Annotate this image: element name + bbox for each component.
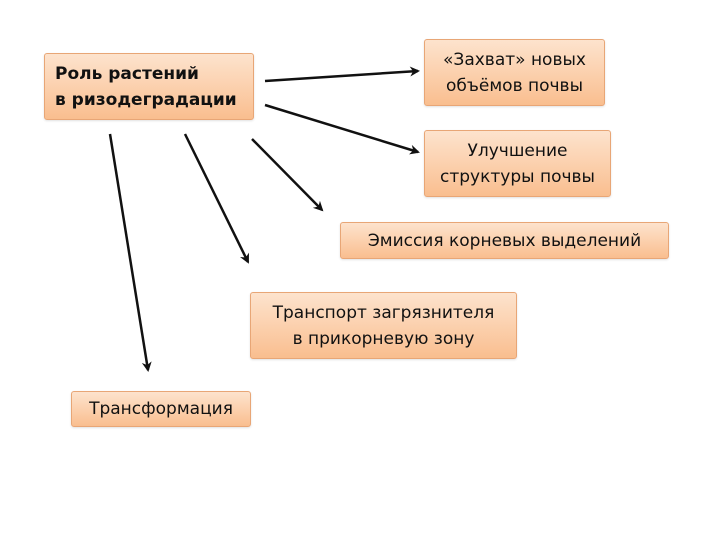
arrow-to-emission: [251, 138, 324, 212]
node-soil-structure-improvement: Улучшение структуры почвы: [424, 130, 611, 197]
arrow-to-structure: [264, 103, 420, 155]
arrow-to-transport: [183, 133, 250, 264]
node-structure-line-2: структуры почвы: [440, 166, 595, 187]
node-structure-line-1: Улучшение: [467, 140, 568, 161]
root-node-plant-role: Роль растений в ризодеградации: [44, 53, 254, 120]
node-root-exudate-emission: Эмиссия корневых выделений: [340, 222, 669, 259]
arrow-to-capture: [264, 66, 420, 83]
node-transport-line-1: Транспорт загрязнителя: [272, 302, 495, 323]
node-pollutant-transport: Транспорт загрязнителя в прикорневую зон…: [250, 292, 517, 359]
arrow-to-transform: [108, 133, 152, 372]
node-transform-line-1: Трансформация: [89, 399, 233, 419]
node-capture-soil-volumes: «Захват» новых объёмов почвы: [424, 39, 605, 106]
node-emission-line-1: Эмиссия корневых выделений: [367, 230, 642, 251]
node-capture-line-1: «Захват» новых: [443, 49, 586, 70]
root-node-line-2: в ризодеградации: [55, 89, 237, 110]
root-node-line-1: Роль растений: [55, 63, 199, 84]
node-transformation: Трансформация: [71, 391, 251, 427]
node-capture-line-2: объёмов почвы: [445, 75, 583, 96]
node-transport-line-2: в прикорневую зону: [292, 328, 475, 349]
